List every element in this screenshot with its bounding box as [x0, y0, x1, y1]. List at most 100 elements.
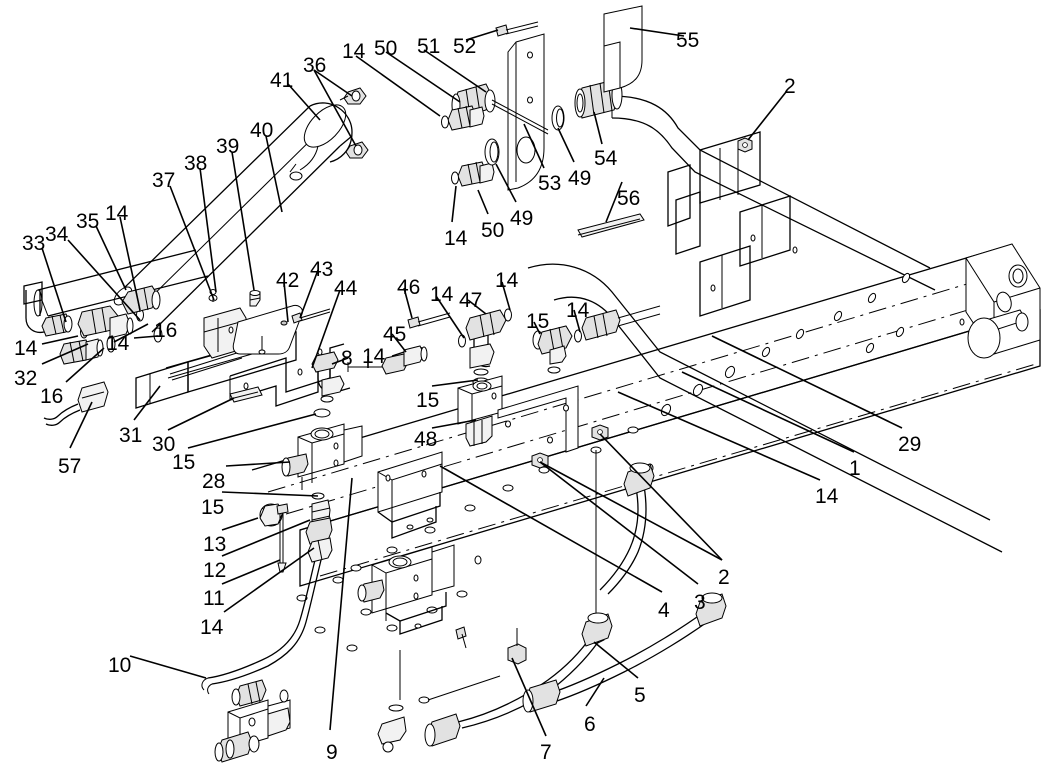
- callout-49: 49: [568, 167, 592, 190]
- collar-34: [121, 285, 161, 315]
- frame-hole-pattern: [296, 272, 911, 652]
- callout-16: 16: [154, 319, 178, 342]
- callout-15: 15: [201, 496, 225, 519]
- callout-16: 16: [40, 385, 64, 408]
- callout-15: 15: [526, 310, 550, 333]
- callout-14: 14: [200, 616, 224, 639]
- frame-nut-2: [737, 137, 753, 153]
- callout-44: 44: [334, 277, 358, 300]
- callout-39: 39: [216, 135, 240, 158]
- callout-46: 46: [397, 276, 421, 299]
- callout-12: 12: [203, 559, 227, 582]
- callout-30: 30: [152, 433, 176, 456]
- sensor-57: [43, 381, 109, 426]
- callout-2: 2: [784, 75, 796, 98]
- leader-lines: [41, 27, 903, 737]
- nut-7: [507, 628, 527, 665]
- valve-assembly-center-lower: [357, 385, 609, 753]
- bolt-43: [291, 308, 331, 324]
- callout-14: 14: [495, 269, 519, 292]
- callout-54: 54: [594, 147, 618, 170]
- hoses-bottom: [418, 462, 727, 747]
- callout-48: 48: [414, 428, 438, 451]
- nut-2-a: [591, 424, 609, 441]
- rod-11: [276, 503, 289, 573]
- callout-43: 43: [310, 258, 334, 281]
- oring-14-47b: [504, 308, 512, 322]
- bolt-46: [407, 312, 451, 329]
- callout-47: 47: [459, 289, 483, 312]
- retaining-ring-49a: [484, 138, 500, 166]
- callout-32: 32: [14, 367, 38, 390]
- washer-16-b: [153, 327, 163, 343]
- fitting-50-lower: [457, 161, 495, 187]
- callout-55: 55: [676, 29, 700, 52]
- callout-7: 7: [540, 741, 552, 764]
- callout-56: 56: [617, 187, 641, 210]
- callout-50: 50: [374, 37, 398, 60]
- elbow-45: [381, 345, 428, 375]
- callout-6: 6: [584, 713, 596, 736]
- bracket-group-mid: [203, 289, 345, 407]
- callout-15: 15: [172, 451, 196, 474]
- cylinder-port-lower: [345, 141, 369, 159]
- callout-1: 1: [849, 457, 861, 480]
- callout-3: 3: [694, 591, 706, 614]
- pin-14-mid: [347, 362, 384, 372]
- bolt-5: [455, 626, 467, 649]
- callout-52: 52: [453, 35, 477, 58]
- callout-53: 53: [538, 172, 562, 195]
- plate-53: [507, 33, 545, 191]
- hose-10: [201, 537, 333, 763]
- retaining-ring-49b: [551, 105, 565, 131]
- fitting-50-upper: [447, 105, 485, 131]
- plate-42: [232, 305, 303, 355]
- elbow-right-15: [532, 305, 661, 374]
- callout-14: 14: [14, 337, 38, 360]
- callout-31: 31: [119, 424, 143, 447]
- elbow-47: [465, 309, 507, 376]
- fitting-cluster-mid: [311, 305, 661, 447]
- coupler-cluster-top: [441, 5, 643, 191]
- callout-57: 57: [58, 455, 82, 478]
- callout-14: 14: [342, 40, 366, 63]
- oring-14-50b: [451, 171, 459, 185]
- callout-36: 36: [303, 54, 327, 77]
- callout-11: 11: [203, 587, 225, 610]
- callout-41: 41: [270, 69, 294, 92]
- callout-5: 5: [634, 684, 646, 707]
- valve-lower-left: [214, 679, 291, 763]
- shim-56: [577, 213, 645, 238]
- callout-50: 50: [481, 219, 505, 242]
- callout-2: 2: [718, 566, 730, 589]
- callout-13: 13: [203, 533, 227, 556]
- callout-28: 28: [202, 470, 226, 493]
- callout-14: 14: [430, 283, 454, 306]
- callout-14: 14: [566, 299, 590, 322]
- callout-40: 40: [250, 119, 274, 142]
- valve-48: [457, 375, 503, 447]
- valve-assembly-28: [229, 386, 363, 573]
- frame-end-block: [959, 243, 1041, 359]
- callout-51: 51: [417, 35, 441, 58]
- bolt-52: [495, 21, 539, 37]
- frame-assembly: [251, 95, 1041, 652]
- callout-34: 34: [45, 223, 69, 246]
- callout-10: 10: [108, 654, 132, 677]
- callout-42: 42: [276, 269, 300, 292]
- callout-35: 35: [76, 210, 100, 233]
- callout-38: 38: [184, 152, 208, 175]
- cylinder-port-upper: [339, 87, 367, 105]
- knob-13: [259, 503, 284, 527]
- oring-15-top: [313, 408, 331, 418]
- bracket-43-44: [229, 343, 345, 407]
- callout-14: 14: [444, 227, 468, 250]
- callout-15: 15: [416, 389, 440, 412]
- valve-lower-center: [357, 544, 455, 753]
- plunger-39: [249, 290, 261, 307]
- plate-55: [603, 5, 643, 93]
- callout-37: 37: [152, 169, 176, 192]
- callout-14: 14: [362, 345, 386, 368]
